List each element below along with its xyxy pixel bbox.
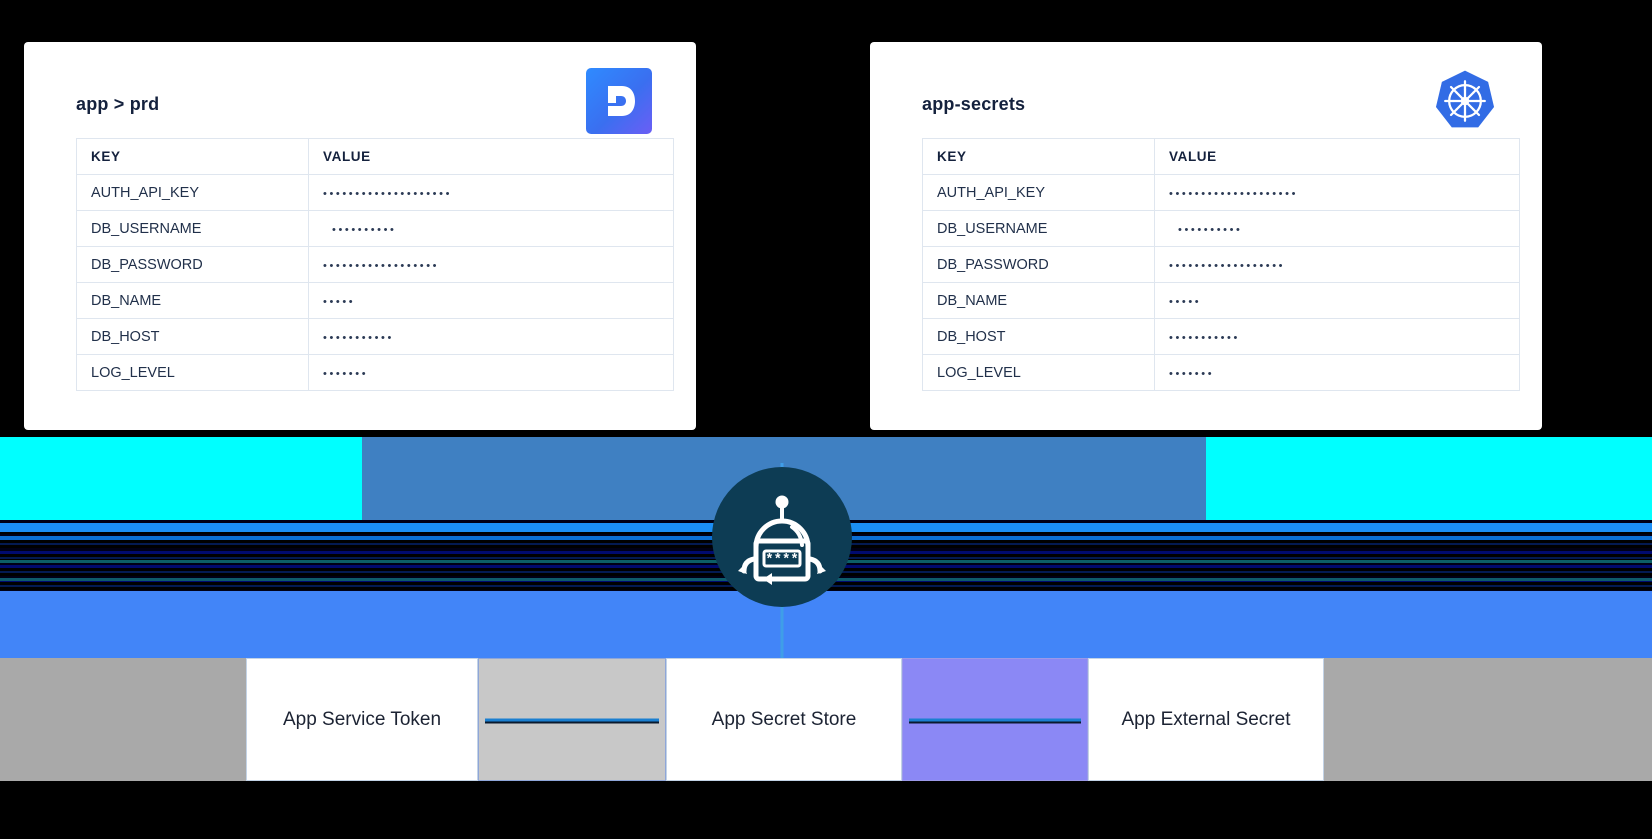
- secret-value-cell: •••••••••••: [1154, 318, 1520, 355]
- page-title-left: app > prd: [76, 94, 160, 114]
- lower-blue-band: [0, 591, 1652, 660]
- masked-value: ••••••••••••••••••: [1169, 259, 1286, 272]
- right-grey-block: [1324, 658, 1652, 781]
- column-header-value: VALUE: [308, 138, 674, 175]
- masked-value: •••••: [323, 295, 356, 308]
- table-header-row: KEY VALUE: [922, 138, 1520, 175]
- secret-key-cell: DB_USERNAME: [922, 210, 1155, 247]
- masked-value: •••••••: [1169, 367, 1215, 380]
- service-token-connector: [478, 658, 666, 781]
- connector-line: [485, 718, 659, 723]
- app-service-token[interactable]: App Service Token: [246, 658, 478, 781]
- table-row: DB_HOST •••••••••••: [76, 318, 674, 355]
- secret-value-cell: •••••: [308, 282, 674, 319]
- secret-store-connector: [902, 658, 1088, 781]
- masked-value: •••••: [1169, 295, 1202, 308]
- secret-key-cell: LOG_LEVEL: [922, 354, 1155, 391]
- secret-value-cell: ••••••••••: [1154, 210, 1520, 247]
- secret-value-cell: ••••••••••••••••••••: [1154, 174, 1520, 211]
- kubernetes-card: app-secrets: [870, 42, 1542, 430]
- secret-key-cell: LOG_LEVEL: [76, 354, 309, 391]
- app-external-secret[interactable]: App External Secret: [1088, 658, 1324, 781]
- masked-value: ••••••••••: [332, 223, 397, 236]
- masked-value: ••••••••••••••••••••: [1169, 187, 1299, 200]
- secret-value-cell: •••••: [1154, 282, 1520, 319]
- secret-value-cell: ••••••••••••••••••••: [308, 174, 674, 211]
- masked-value: ••••••••••••••••••: [323, 259, 440, 272]
- table-row: DB_HOST •••••••••••: [922, 318, 1520, 355]
- doppler-logo-icon: [586, 68, 652, 134]
- masked-value: •••••••: [323, 367, 369, 380]
- secret-value-cell: •••••••: [1154, 354, 1520, 391]
- table-row: LOG_LEVEL •••••••: [922, 354, 1520, 391]
- secret-key-cell: AUTH_API_KEY: [76, 174, 309, 211]
- table-row: AUTH_API_KEY ••••••••••••••••••••: [76, 174, 674, 211]
- password-mask-text: ****: [765, 552, 799, 568]
- column-header-key: KEY: [922, 138, 1155, 175]
- table-row: LOG_LEVEL •••••••: [76, 354, 674, 391]
- table-row: DB_PASSWORD ••••••••••••••••••: [922, 246, 1520, 283]
- secret-value-cell: •••••••: [308, 354, 674, 391]
- masked-value: •••••••••••: [323, 331, 394, 344]
- secret-value-cell: ••••••••••••••••••: [1154, 246, 1520, 283]
- secret-key-cell: DB_HOST: [76, 318, 309, 355]
- table-row: AUTH_API_KEY ••••••••••••••••••••: [922, 174, 1520, 211]
- column-header-key: KEY: [76, 138, 309, 175]
- left-grey-block: [0, 658, 246, 781]
- masked-value: ••••••••••: [1178, 223, 1243, 236]
- table-row: DB_NAME •••••: [76, 282, 674, 319]
- secret-key-cell: DB_HOST: [922, 318, 1155, 355]
- table-row: DB_PASSWORD ••••••••••••••••••: [76, 246, 674, 283]
- table-row: DB_USERNAME ••••••••••: [76, 210, 674, 247]
- masked-value: •••••••••••: [1169, 331, 1240, 344]
- doppler-logo-wrapper: [586, 68, 652, 134]
- app-secret-store[interactable]: App Secret Store: [666, 658, 902, 781]
- table-row: DB_USERNAME ••••••••••: [922, 210, 1520, 247]
- table-body-left: AUTH_API_KEY •••••••••••••••••••• DB_USERN…: [76, 174, 674, 391]
- secret-key-cell: DB_PASSWORD: [922, 246, 1155, 283]
- kubernetes-logo-wrapper: [1432, 68, 1498, 139]
- doppler-card: app > prd KEY VALUE AUTH_API_KEY••••••••…: [24, 42, 696, 430]
- robot-password-sync-icon: ****: [712, 467, 852, 607]
- secret-value-cell: ••••••••••: [308, 210, 674, 247]
- connector-line: [909, 718, 1081, 723]
- secrets-table-right: KEY VALUE AUTH_API_KEY••••••••••••••••••…: [922, 138, 1520, 391]
- table-header-row: KEY VALUE: [76, 138, 674, 175]
- table-row: DB_NAME •••••: [922, 282, 1520, 319]
- secret-value-cell: •••••••••••: [308, 318, 674, 355]
- secret-key-cell: DB_NAME: [922, 282, 1155, 319]
- page-title-right: app-secrets: [922, 94, 1026, 114]
- secret-key-cell: DB_PASSWORD: [76, 246, 309, 283]
- table-body-right: AUTH_API_KEY •••••••••••••••••••• DB_USERN…: [922, 174, 1520, 391]
- secret-value-cell: ••••••••••••••••••: [308, 246, 674, 283]
- secret-key-cell: AUTH_API_KEY: [922, 174, 1155, 211]
- secret-key-cell: DB_USERNAME: [76, 210, 309, 247]
- bottom-cell-row: App Service Token App Secret Store App Ext…: [0, 658, 1652, 781]
- column-header-value: VALUE: [1154, 138, 1520, 175]
- secrets-table-left: KEY VALUE AUTH_API_KEY••••••••••••••••••…: [76, 138, 674, 391]
- secret-key-cell: DB_NAME: [76, 282, 309, 319]
- kubernetes-logo-icon: [1435, 70, 1495, 128]
- masked-value: ••••••••••••••••••••: [323, 187, 453, 200]
